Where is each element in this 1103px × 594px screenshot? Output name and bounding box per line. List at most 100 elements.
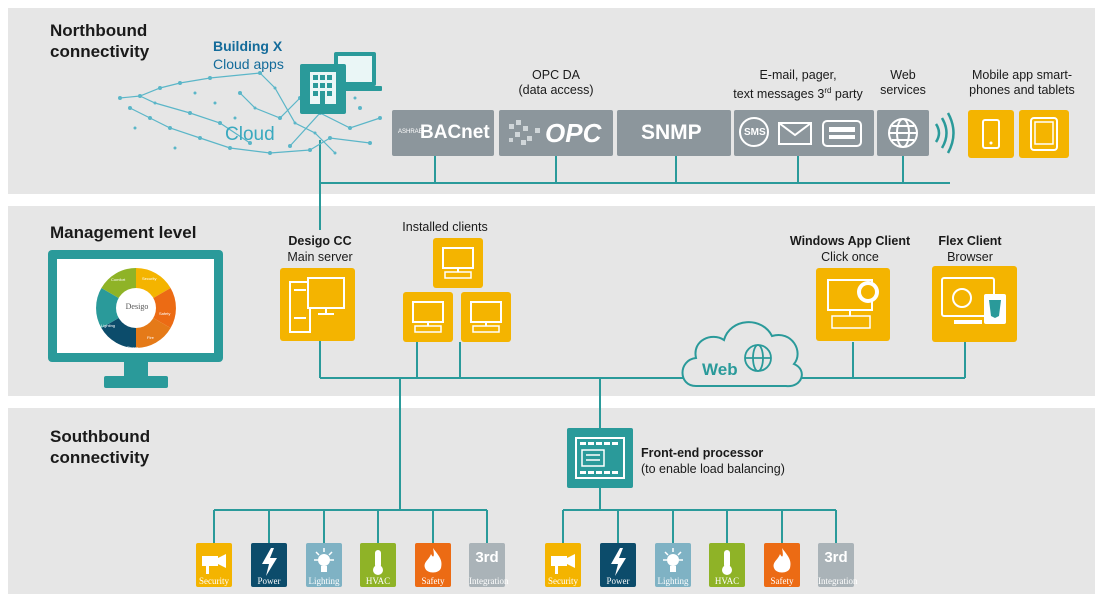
snmp-label: SNMP xyxy=(641,121,702,144)
smartphone-icon xyxy=(982,119,1000,149)
wireless-waves-icon xyxy=(934,112,955,154)
desigo-cc-title: Desigo CC xyxy=(288,234,352,248)
monitor-seg-1: Lighting xyxy=(101,323,116,328)
installed-clients-label: Installed clients xyxy=(402,220,488,234)
third-party-label: 3rd xyxy=(475,549,499,566)
tile-caption: HVAC xyxy=(714,576,740,586)
front-end-processor-title: Front-end processor xyxy=(641,446,764,460)
cloud-apps-label: Cloud apps xyxy=(213,56,284,72)
third-party-label: 3rd xyxy=(824,549,848,566)
bulb-icon xyxy=(663,548,683,572)
smartphone-box xyxy=(968,110,1014,158)
tile-hvac-left: HVAC xyxy=(360,543,396,587)
browser-html5-icon xyxy=(941,277,1006,324)
front-end-processor-box xyxy=(567,428,633,488)
tile-caption: Lighting xyxy=(657,576,689,586)
email-caption-tail: party xyxy=(831,87,863,102)
sms-label: SMS xyxy=(744,127,766,138)
management-heading: Management level xyxy=(50,223,197,242)
tablet-box xyxy=(1019,110,1069,158)
controller-icon xyxy=(575,437,625,479)
thermometer-icon xyxy=(722,550,732,575)
northbound-heading: Northbound connectivity xyxy=(50,21,150,61)
lightning-icon xyxy=(611,548,626,576)
tile-lighting-right: Lighting xyxy=(655,543,691,587)
installed-client-top xyxy=(433,238,483,288)
building-x-title: Building X xyxy=(213,38,283,54)
tile-caption: HVAC xyxy=(365,576,391,586)
flex-client-title: Flex Client xyxy=(938,234,1002,248)
email-caption: E-mail, pager, text messages 3rd party xyxy=(720,68,876,102)
tile-security-left: Security xyxy=(196,543,232,587)
sms-icon xyxy=(739,117,769,147)
monitor-center-label: Desigo xyxy=(125,302,149,311)
tile-security-right: Security xyxy=(545,543,581,587)
tile-safety-left: Safety xyxy=(415,543,451,587)
tile-caption: Integration xyxy=(818,576,858,586)
tile-caption: Power xyxy=(606,576,630,586)
tile-caption: Power xyxy=(257,576,281,586)
workstation-globe-icon xyxy=(827,279,879,329)
cloud-label: Cloud xyxy=(225,124,275,145)
lightning-icon xyxy=(262,548,277,576)
windows-app-client-subtitle: Click once xyxy=(821,250,879,264)
web-cloud-icon xyxy=(681,321,803,388)
tile-hvac-right: HVAC xyxy=(709,543,745,587)
flex-client-box xyxy=(932,266,1017,342)
workstation-icon xyxy=(412,301,444,333)
monitor-seg-3: Security xyxy=(142,276,157,281)
monitor-seg-0: Power xyxy=(127,345,139,350)
opc-label: OPC xyxy=(545,118,602,148)
web-services-box xyxy=(877,110,929,156)
installed-client-left xyxy=(403,292,453,342)
mobile-caption: Mobile app smart- phones and tablets xyxy=(969,68,1075,97)
server-icon xyxy=(289,277,345,333)
flame-icon xyxy=(773,548,791,573)
tile-lighting-left: Lighting xyxy=(306,543,342,587)
front-end-processor-subtitle: (to enable load balancing) xyxy=(641,462,785,476)
opc-caption: OPC DA (data access) xyxy=(518,68,594,97)
web-label: Web xyxy=(702,360,738,379)
cloud-apps-icon xyxy=(300,52,382,114)
tile-caption: Security xyxy=(548,576,578,586)
installed-client-right xyxy=(461,292,511,342)
tile-caption: Safety xyxy=(770,576,794,586)
bacnet-small-label: ASHRAE xyxy=(398,129,423,135)
tablet-icon xyxy=(1030,117,1058,151)
main-server-box xyxy=(280,268,355,341)
tile-power-left: Power xyxy=(251,543,287,587)
monitor-seg-2: Comfort xyxy=(111,277,126,282)
tile-caption: Security xyxy=(199,576,229,586)
camera-icon xyxy=(551,554,575,574)
tile-caption: Safety xyxy=(421,576,445,586)
snmp-box: SNMP xyxy=(617,110,731,156)
southbound-heading: Southbound connectivity xyxy=(50,427,151,467)
email-caption-sup: rd xyxy=(824,86,832,95)
tile-safety-right: Safety xyxy=(764,543,800,587)
thermometer-icon xyxy=(373,550,383,575)
bulb-icon xyxy=(314,548,334,572)
camera-icon xyxy=(202,554,226,574)
opc-pattern-icon xyxy=(509,120,540,145)
desigo-cc-subtitle: Main server xyxy=(287,250,353,264)
opc-box: OPC xyxy=(499,110,613,156)
workstation-icon xyxy=(470,301,502,333)
messaging-box: SMS xyxy=(734,110,874,156)
monitor-seg-5: Fire xyxy=(147,335,154,340)
envelope-icon xyxy=(778,122,812,145)
tile-caption: Integration xyxy=(469,576,509,586)
bacnet-label: BACnet xyxy=(420,122,490,143)
northbound-band xyxy=(8,8,1095,194)
flame-icon xyxy=(424,548,442,573)
globe-icon xyxy=(888,118,918,148)
desigo-monitor-icon xyxy=(48,250,223,388)
web-services-caption: Web services xyxy=(880,68,926,97)
workstation-icon xyxy=(442,247,474,279)
windows-app-client-box xyxy=(816,268,890,341)
tile-power-right: Power xyxy=(600,543,636,587)
tile-caption: Lighting xyxy=(308,576,340,586)
windows-app-client-title: Windows App Client xyxy=(789,234,911,248)
